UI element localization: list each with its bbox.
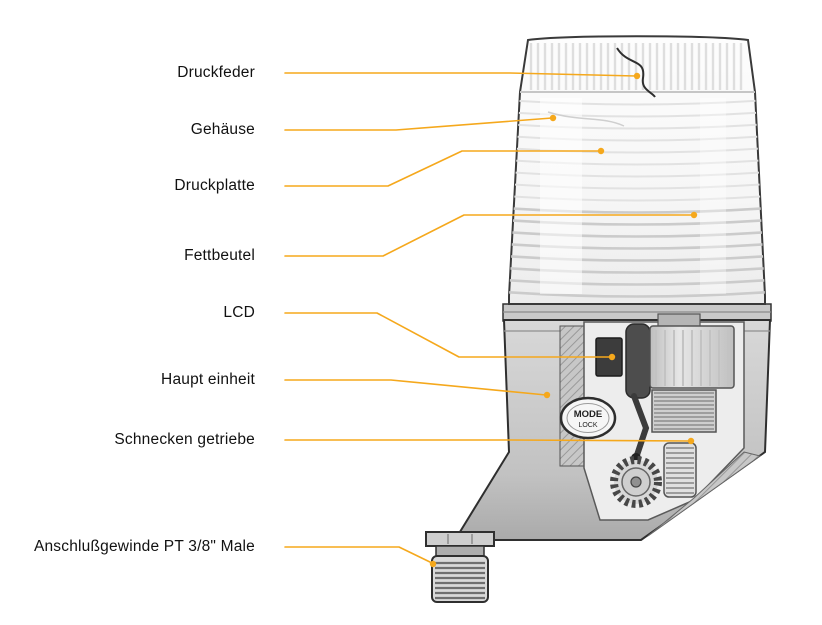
funnel-cut-hatch xyxy=(647,451,762,537)
mode-lock-button: MODE LOCK xyxy=(559,396,617,440)
label-fettbeutel: Fettbeutel xyxy=(184,247,255,264)
mode-button-outline xyxy=(559,396,617,440)
dome-ridges xyxy=(509,99,765,298)
label-druckfeder: Druckfeder xyxy=(177,64,255,81)
motor-shading-lines xyxy=(655,330,729,386)
leader-line-gehaeuse xyxy=(284,117,553,131)
leader-line-anschlussgewinde xyxy=(284,546,433,564)
mode-button-label-2: LOCK xyxy=(578,422,597,429)
label-anschlussgewinde: Anschlußgewinde PT 3/8" Male xyxy=(33,538,255,555)
thread-ridge-lines xyxy=(435,561,485,600)
outlet-thread xyxy=(425,531,495,603)
leader-line-druckfeder xyxy=(284,72,637,77)
drive-cylinder xyxy=(625,323,651,399)
gear-hub xyxy=(630,476,642,488)
callout-dot-lcd xyxy=(608,353,616,361)
leader-line-haupt-einheit xyxy=(284,379,547,396)
label-druckplatte: Druckplatte xyxy=(174,177,255,194)
outlet-hex-collar xyxy=(425,531,495,547)
leader-line-lcd xyxy=(284,312,612,358)
dome-highlight xyxy=(700,98,726,294)
crown-ribs xyxy=(529,43,743,90)
callout-dot-fettbeutel xyxy=(690,211,698,219)
worm-screw xyxy=(663,442,697,498)
dome-reflection xyxy=(547,111,625,127)
device-illustration: MODE LOCK xyxy=(425,35,772,603)
pressure-spring-mark xyxy=(616,47,656,98)
worm-thread-lines xyxy=(666,447,694,494)
leader-line-druckplatte xyxy=(284,150,601,187)
callout-lines xyxy=(284,72,698,568)
label-haupt-einheit: Haupt einheit xyxy=(161,371,255,388)
leader-line-fettbeutel xyxy=(284,214,694,257)
outlet-neck xyxy=(435,545,485,557)
mode-button-label-1: MODE xyxy=(574,409,603,420)
label-lcd: LCD xyxy=(223,304,255,321)
callout-dot-anschlussgewinde xyxy=(429,560,437,568)
callout-dot-schnecken-getriebe xyxy=(687,437,695,445)
callout-dot-druckplatte xyxy=(597,147,605,155)
label-schnecken-getriebe: Schnecken getriebe xyxy=(114,431,255,448)
dome-highlight xyxy=(540,98,582,294)
callout-dot-haupt-einheit xyxy=(543,391,551,399)
lubricator-dome xyxy=(508,35,766,305)
leader-line-schnecken-getriebe xyxy=(284,439,691,442)
callout-dot-druckfeder xyxy=(633,72,641,80)
gear-stack-lines xyxy=(654,392,714,430)
lubricator-base: MODE LOCK xyxy=(453,313,772,541)
label-gehaeuse: Gehäuse xyxy=(190,121,255,138)
dome-details xyxy=(509,43,765,298)
callout-dot-gehaeuse xyxy=(549,114,557,122)
mode-button-inner-ring xyxy=(566,403,610,433)
linkage-arm xyxy=(631,393,650,461)
cutaway-wall-hatch xyxy=(559,325,585,467)
worm-gear xyxy=(610,442,697,508)
